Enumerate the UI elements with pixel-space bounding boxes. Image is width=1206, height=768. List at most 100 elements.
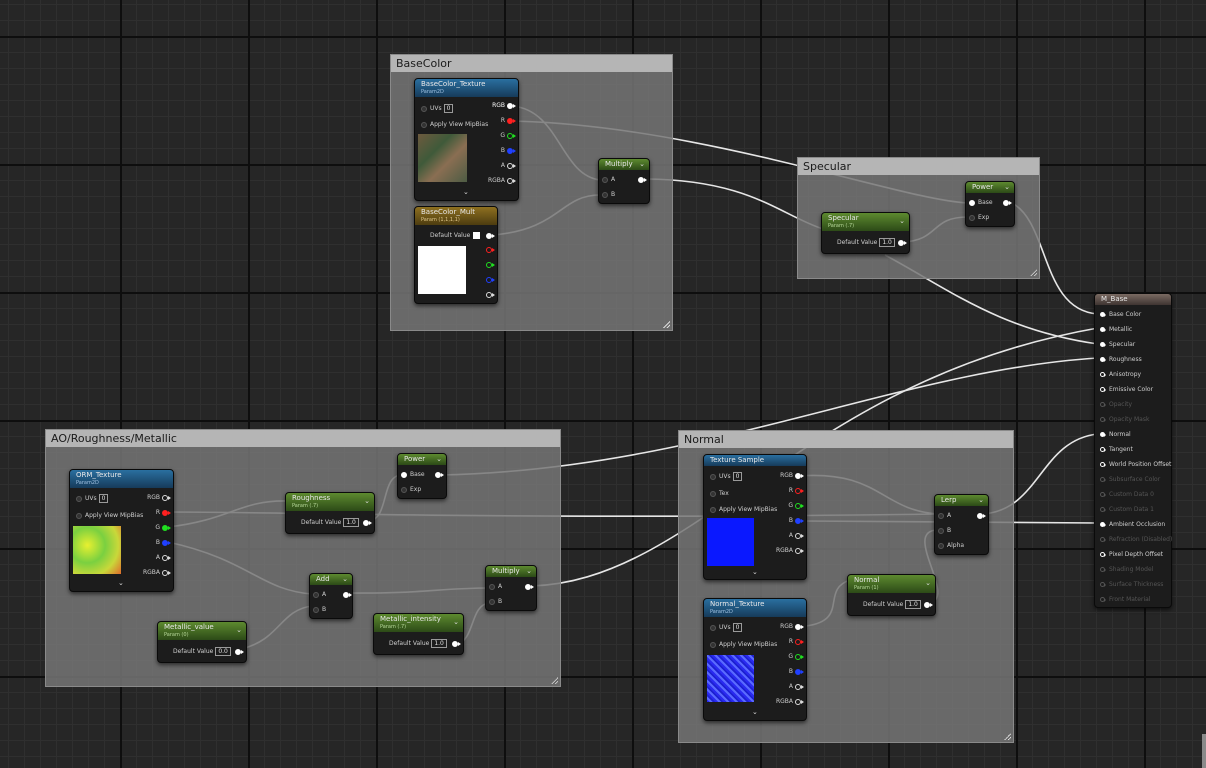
- output-g[interactable]: G: [155, 523, 171, 533]
- input-pin-icon[interactable]: [602, 191, 608, 198]
- output-pin-icon[interactable]: [507, 132, 516, 139]
- output-b[interactable]: B: [501, 146, 516, 156]
- node-header[interactable]: BaseColor_Mult Param (1,1,1,1): [415, 207, 497, 225]
- output-pin-icon[interactable]: [795, 668, 804, 675]
- input-pin-icon[interactable]: [1100, 536, 1106, 543]
- node-header[interactable]: Normal Param (1) ⌄: [848, 575, 935, 593]
- uvs-value[interactable]: 0: [443, 104, 454, 113]
- default-value-field[interactable]: 1.0: [343, 518, 359, 527]
- material-pin[interactable]: Opacity Mask: [1100, 415, 1149, 425]
- output-a[interactable]: A: [156, 553, 171, 563]
- input-pin-icon[interactable]: [938, 512, 944, 519]
- input-exp[interactable]: Exp: [401, 485, 421, 495]
- node-header[interactable]: ORM_Texture Param2D: [70, 470, 173, 488]
- output-pin-icon[interactable]: [924, 601, 933, 608]
- node-header[interactable]: BaseColor_Texture Param2D: [415, 79, 518, 97]
- material-pin[interactable]: Custom Data 1: [1100, 505, 1154, 515]
- output-pin[interactable]: [484, 231, 495, 241]
- chevron-down-icon[interactable]: ⌄: [526, 567, 532, 575]
- output-pin[interactable]: [523, 582, 534, 592]
- input-exp[interactable]: Exp: [969, 213, 989, 223]
- input-pin-icon[interactable]: [1100, 401, 1106, 408]
- chevron-down-icon[interactable]: ⌄: [436, 455, 442, 463]
- output-pin-icon[interactable]: [795, 698, 804, 705]
- output-r[interactable]: [484, 245, 495, 255]
- output-pin[interactable]: [341, 590, 352, 600]
- node-add[interactable]: Add⌄ A B: [309, 573, 353, 619]
- output-a[interactable]: [484, 290, 495, 300]
- material-pin[interactable]: Custom Data 0: [1100, 490, 1154, 500]
- output-pin-icon[interactable]: [235, 648, 244, 655]
- output-rgba[interactable]: RGBA: [776, 546, 804, 556]
- default-value-field[interactable]: 1.0: [905, 600, 921, 609]
- output-pin-icon[interactable]: [162, 554, 171, 561]
- input-b[interactable]: B: [602, 190, 615, 200]
- output-g[interactable]: G: [788, 652, 804, 662]
- resize-grip-icon[interactable]: [663, 321, 670, 328]
- input-pin-icon[interactable]: [421, 121, 427, 128]
- input-pin-icon[interactable]: [1100, 371, 1106, 378]
- input-pin-icon[interactable]: [1100, 356, 1106, 363]
- output-pin-icon[interactable]: [638, 176, 647, 183]
- tex-row[interactable]: Tex: [710, 489, 729, 499]
- input-alpha[interactable]: Alpha: [938, 541, 964, 551]
- input-pin-icon[interactable]: [969, 199, 975, 206]
- node-header[interactable]: Power⌄: [398, 454, 446, 465]
- node-lerp[interactable]: Lerp⌄ A B Alpha: [934, 494, 989, 555]
- input-a[interactable]: A: [602, 175, 615, 185]
- material-pin[interactable]: Normal: [1100, 430, 1131, 440]
- output-pin-icon[interactable]: [795, 638, 804, 645]
- comment-title[interactable]: AO/Roughness/Metallic: [46, 430, 560, 447]
- output-pin-icon[interactable]: [507, 162, 516, 169]
- input-b[interactable]: B: [489, 597, 502, 607]
- default-value-field[interactable]: 1.0: [431, 639, 447, 648]
- material-pin[interactable]: Ambient Occlusion: [1100, 520, 1165, 530]
- input-pin-icon[interactable]: [1100, 341, 1106, 348]
- input-pin-icon[interactable]: [421, 105, 427, 112]
- output-a[interactable]: A: [501, 161, 516, 171]
- chevron-down-icon[interactable]: ⌄: [978, 496, 984, 504]
- output-pin-icon[interactable]: [486, 246, 495, 253]
- scrollbar[interactable]: [1202, 734, 1206, 768]
- mip-row[interactable]: Apply View MipBias: [421, 120, 488, 130]
- material-pin[interactable]: Shading Model: [1100, 565, 1153, 575]
- output-pin-icon[interactable]: [162, 509, 171, 516]
- input-pin-icon[interactable]: [710, 473, 716, 480]
- node-multiply-top[interactable]: Multiply⌄ A B: [598, 158, 650, 204]
- output-g[interactable]: G: [788, 501, 804, 511]
- node-header[interactable]: Specular Param (.7) ⌄: [822, 213, 909, 231]
- output-pin-icon[interactable]: [1003, 199, 1012, 206]
- input-a[interactable]: A: [938, 511, 951, 521]
- node-metallic-value[interactable]: Metallic_value Param (0) ⌄ Default Value…: [157, 621, 247, 663]
- output-rgba[interactable]: RGBA: [776, 697, 804, 707]
- output-pin[interactable]: [896, 238, 907, 248]
- output-pin[interactable]: [922, 600, 933, 610]
- output-pin[interactable]: [361, 518, 372, 528]
- material-pin[interactable]: Roughness: [1100, 355, 1142, 365]
- default-value-row[interactable]: Default Value: [430, 231, 481, 241]
- output-pin-icon[interactable]: [452, 640, 461, 647]
- material-pin[interactable]: Tangent: [1100, 445, 1133, 455]
- input-pin-icon[interactable]: [489, 583, 495, 590]
- output-pin-icon[interactable]: [795, 653, 804, 660]
- mip-row[interactable]: Apply View MipBias: [76, 511, 143, 521]
- output-pin-icon[interactable]: [795, 517, 804, 524]
- input-pin-icon[interactable]: [1100, 521, 1106, 528]
- output-r[interactable]: R: [789, 486, 804, 496]
- output-pin-icon[interactable]: [435, 471, 444, 478]
- comment-title[interactable]: BaseColor: [391, 55, 672, 72]
- output-rgb[interactable]: RGB: [147, 493, 171, 503]
- material-pin[interactable]: Metallic: [1100, 325, 1132, 335]
- material-pin[interactable]: Pixel Depth Offset: [1100, 550, 1163, 560]
- chevron-down-icon[interactable]: ⌄: [925, 579, 931, 587]
- output-pin-icon[interactable]: [795, 487, 804, 494]
- output-pin-icon[interactable]: [795, 472, 804, 479]
